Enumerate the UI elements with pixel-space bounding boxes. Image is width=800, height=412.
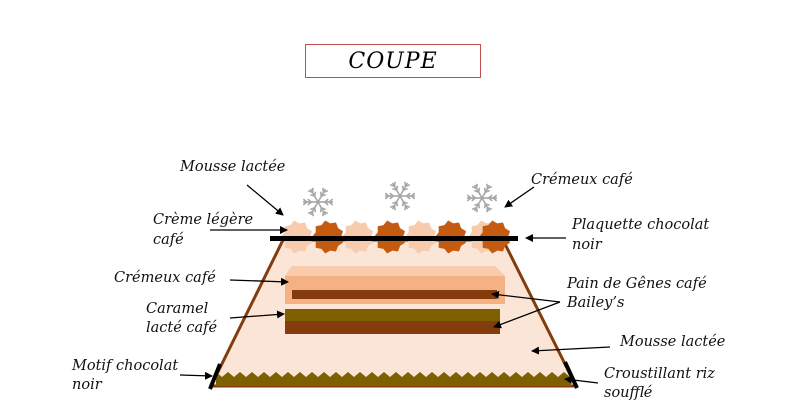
croustillant-shape [216, 372, 571, 386]
label-pain-genes-2: Bailey’s [567, 295, 625, 311]
pain-de-genes-layer [292, 290, 497, 299]
caramel-lacte-layer [285, 309, 500, 321]
label-motif-1: Motif chocolat [72, 358, 179, 374]
label-croustillant-2: soufflé [604, 385, 653, 401]
label-cremeux-cafe-left: Crémeux café [114, 270, 216, 286]
arrow-cremeux-top [504, 186, 535, 208]
snowflake-icon [384, 181, 416, 211]
arrow-mousse-top [246, 184, 284, 216]
arrow-pain-1 [491, 290, 561, 303]
label-mousse-lactee-top: Mousse lactée [180, 159, 286, 175]
arrow-caramel [229, 310, 285, 319]
label-motif-2: noir [72, 377, 102, 393]
plaquette-chocolat-noir [270, 236, 518, 241]
label-pain-genes-1: Pain de Gênes café [567, 276, 707, 292]
label-mousse-lactee-bottom: Mousse lactée [620, 334, 726, 350]
label-cremeux-cafe-top: Crémeux café [531, 172, 633, 188]
label-plaquette-1: Plaquette chocolat [572, 217, 710, 233]
arrow-mousse-bottom [531, 346, 611, 355]
motif-chocolat-left [208, 363, 222, 390]
creme-legere-edge [285, 266, 505, 276]
motif-chocolat-right [563, 361, 579, 389]
label-creme-legere-2: café [153, 232, 184, 248]
arrow-motif [179, 371, 213, 380]
callout-arrows [179, 184, 611, 384]
arrow-croustillant [564, 375, 599, 384]
label-croustillant-1: Croustillant riz [604, 366, 715, 382]
label-caramel-2: lacté café [146, 320, 218, 336]
label-caramel-1: Caramel [146, 301, 209, 317]
croustillant-riz-souffle-layer [216, 372, 571, 386]
page-title: COUPE [305, 44, 481, 78]
label-plaquette-2: noir [572, 237, 602, 253]
label-creme-legere-1: Crème légère [153, 212, 254, 228]
snowflake-icon [466, 183, 498, 213]
arrow-pain-2 [493, 301, 561, 329]
pain-de-genes-bottom-layer [285, 321, 500, 334]
arrow-cremeux-left [229, 277, 289, 286]
snowflake-icon [302, 187, 334, 217]
